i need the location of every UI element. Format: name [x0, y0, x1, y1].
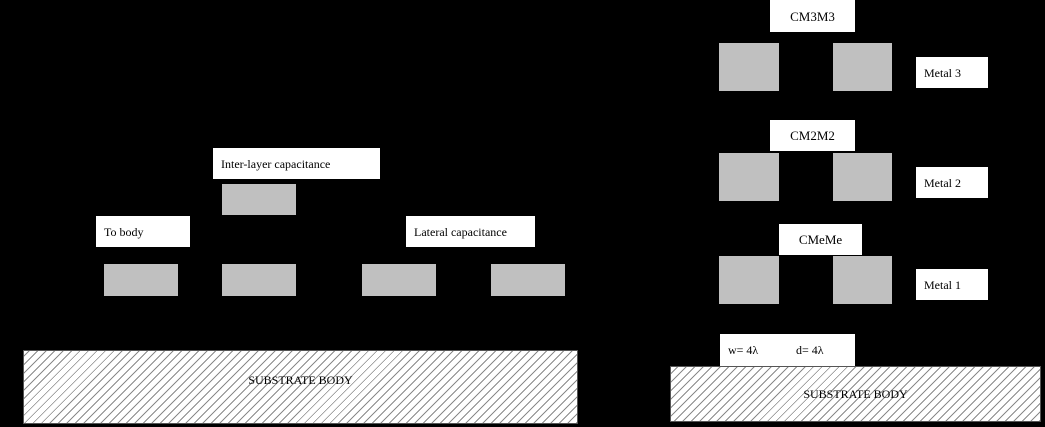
cm3m3-label: CM3M3: [770, 0, 855, 32]
left-substrate-label: SUBSTRATE BODY: [248, 372, 353, 387]
to-body-label: To body: [96, 216, 190, 247]
metal3-right-block: [833, 43, 892, 91]
cmeme-label: CMeMe: [779, 224, 862, 255]
conductor-3: [362, 264, 436, 296]
metal-3-label: Metal 3: [916, 57, 988, 88]
metal2-left-block: [719, 153, 779, 201]
metal-2-label: Metal 2: [916, 167, 988, 198]
metal1-left-block: [719, 256, 779, 304]
metal1-right-block: [833, 256, 892, 304]
dimensions-label: w= 4λ d= 4λ: [720, 334, 855, 366]
width-dimension: w= 4λ: [728, 343, 759, 357]
conductor-2: [222, 264, 296, 296]
upper-layer-conductor: [222, 184, 296, 215]
metal-1-label: Metal 1: [916, 269, 988, 300]
conductor-4: [491, 264, 565, 296]
lateral-capacitance-label: Lateral capacitance: [406, 216, 535, 247]
left-substrate-body: SUBSTRATE BODY: [23, 350, 578, 424]
cm2m2-label: CM2M2: [770, 120, 855, 151]
inter-layer-capacitance-label: Inter-layer capacitance: [213, 148, 380, 179]
metal2-right-block: [833, 153, 892, 201]
right-substrate-body: SUBSTRATE BODY: [670, 366, 1041, 422]
right-substrate-label: SUBSTRATE BODY: [803, 386, 908, 401]
conductor-1: [104, 264, 178, 296]
metal3-left-block: [719, 43, 779, 91]
distance-dimension: d= 4λ: [796, 343, 824, 357]
